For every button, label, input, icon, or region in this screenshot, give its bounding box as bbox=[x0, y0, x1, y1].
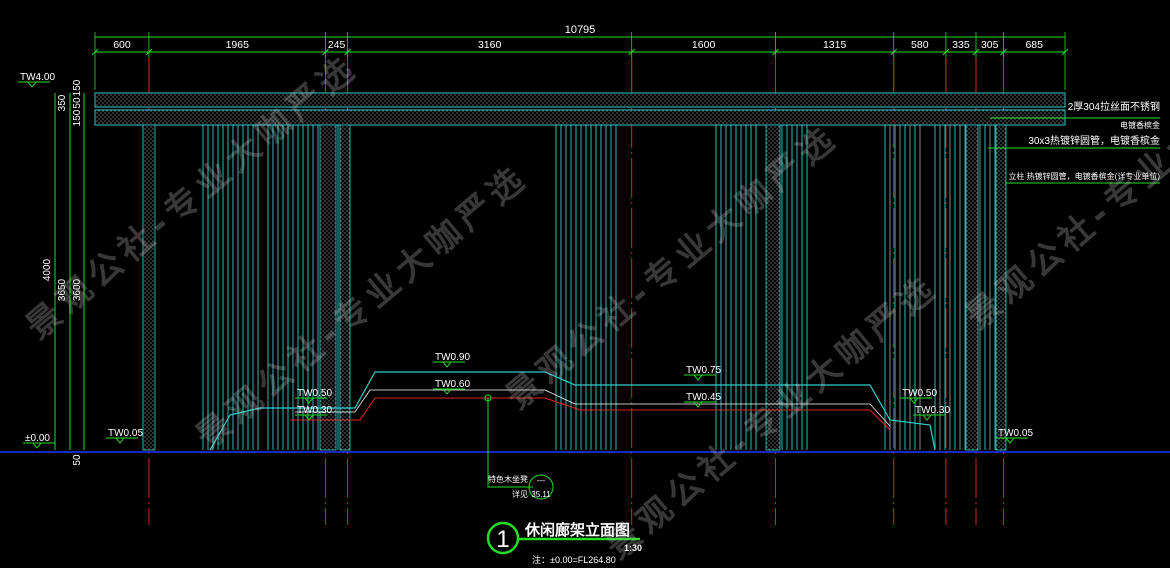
segment-dimension-label: 1965 bbox=[226, 39, 250, 51]
dimension-tick bbox=[145, 48, 153, 56]
vertical-dimension-label: 4000 bbox=[42, 258, 53, 281]
dimension-tick bbox=[890, 48, 898, 56]
dimension-tick bbox=[344, 48, 351, 56]
segment-dimension-label: 335 bbox=[952, 39, 970, 51]
drawing-number: 1 bbox=[496, 526, 509, 553]
detail-leader bbox=[487, 398, 533, 488]
dimension-tick bbox=[322, 48, 329, 56]
drawing-title: 休闲廊架立面图 bbox=[524, 521, 630, 539]
vertical-dimension-label: 350 bbox=[57, 94, 68, 111]
detail-sheet-top: — bbox=[537, 476, 545, 485]
main-column bbox=[142, 124, 156, 451]
vertical-dimension-label: 50 bbox=[72, 97, 83, 109]
main-column bbox=[319, 124, 337, 451]
level-triangle-icon bbox=[31, 442, 43, 449]
level-triangle-icon bbox=[114, 437, 126, 444]
dimension-tick bbox=[972, 48, 980, 56]
level-triangle-icon bbox=[303, 397, 315, 404]
annotation-column: 立柱 热镀锌圆管，电镀香槟金(详专业单位) bbox=[1008, 171, 1160, 181]
level-triangle-icon bbox=[441, 388, 453, 395]
segment-dimension-label: 1600 bbox=[692, 39, 716, 51]
segment-dimension-label: 305 bbox=[981, 39, 999, 51]
dimension-tick bbox=[942, 48, 950, 56]
seat-base-line bbox=[290, 397, 891, 431]
level-triangle-icon bbox=[303, 414, 315, 421]
detail-sheet: 35.11 bbox=[531, 490, 551, 499]
level-mark: TW0.60 bbox=[435, 379, 470, 390]
level-mark: TW0.30 bbox=[915, 405, 950, 416]
seat-inner-line bbox=[295, 389, 891, 427]
level-mark: TW0.75 bbox=[686, 365, 721, 376]
level-triangle-icon bbox=[908, 397, 920, 404]
level-mark: TW0.05 bbox=[998, 428, 1033, 439]
level-top: TW4.00 bbox=[20, 72, 55, 83]
detail-label: 特色木坐凳 bbox=[488, 474, 528, 484]
level-mark: TW0.05 bbox=[108, 428, 143, 439]
vertical-dimension-label: 150 bbox=[72, 109, 83, 126]
segment-dimension-label: 580 bbox=[911, 39, 929, 51]
level-triangle-icon bbox=[26, 81, 38, 88]
main-column bbox=[965, 124, 979, 451]
total-dimension-label: 10795 bbox=[565, 24, 596, 36]
dimension-tick bbox=[1000, 48, 1007, 56]
leader-dot bbox=[484, 394, 492, 402]
vertical-dimension-label: 150 bbox=[72, 79, 83, 96]
level-mark: TW0.50 bbox=[902, 388, 937, 399]
segment-dimension-label: 600 bbox=[113, 39, 131, 51]
dimension-tick bbox=[628, 48, 636, 56]
segment-dimension-label: 1315 bbox=[823, 39, 847, 51]
level-mark: TW0.30 bbox=[297, 405, 332, 416]
level-triangle-icon bbox=[692, 401, 704, 408]
dimension-tick bbox=[1061, 48, 1069, 56]
vertical-dimension-label: 50 bbox=[72, 454, 83, 466]
annotation-round-tube: 30x3热镀锌圆管，电镀香槟金 bbox=[1028, 134, 1160, 147]
annotation-steel-plate: 2厚304拉丝面不锈钢 bbox=[1068, 100, 1160, 113]
level-triangle-icon bbox=[441, 361, 453, 368]
seat-profile bbox=[209, 371, 936, 451]
dimension-tick bbox=[91, 48, 99, 56]
main-column bbox=[765, 124, 781, 451]
vertical-dimension-label: 3600 bbox=[72, 278, 83, 301]
level-mark: TW0.90 bbox=[435, 352, 470, 363]
detail-ref: 详见 bbox=[512, 489, 528, 499]
dimension-tick bbox=[772, 48, 779, 56]
detail-circle bbox=[528, 474, 554, 500]
beam-top-plate bbox=[94, 92, 1066, 108]
level-mark: TW0.50 bbox=[297, 388, 332, 399]
level-triangle-icon bbox=[921, 414, 933, 421]
level-zero: ±0.00 bbox=[25, 433, 50, 444]
level-triangle-icon bbox=[692, 374, 704, 381]
vertical-dimension-label: 3650 bbox=[57, 278, 68, 301]
level-mark: TW0.45 bbox=[686, 392, 721, 403]
annotation-steel-plate-finish: 电镀香槟金 bbox=[1120, 120, 1160, 130]
segment-dimension-label: 245 bbox=[328, 39, 346, 51]
level-triangle-icon bbox=[1004, 437, 1016, 444]
segment-dimension-label: 3160 bbox=[478, 39, 502, 51]
segment-dimension-label: 685 bbox=[1025, 39, 1043, 51]
main-column bbox=[995, 124, 1007, 451]
main-column bbox=[339, 124, 351, 451]
datum-note: 注：±0.00=FL264.80 bbox=[532, 554, 616, 565]
drawing-scale: 1:30 bbox=[624, 543, 642, 553]
